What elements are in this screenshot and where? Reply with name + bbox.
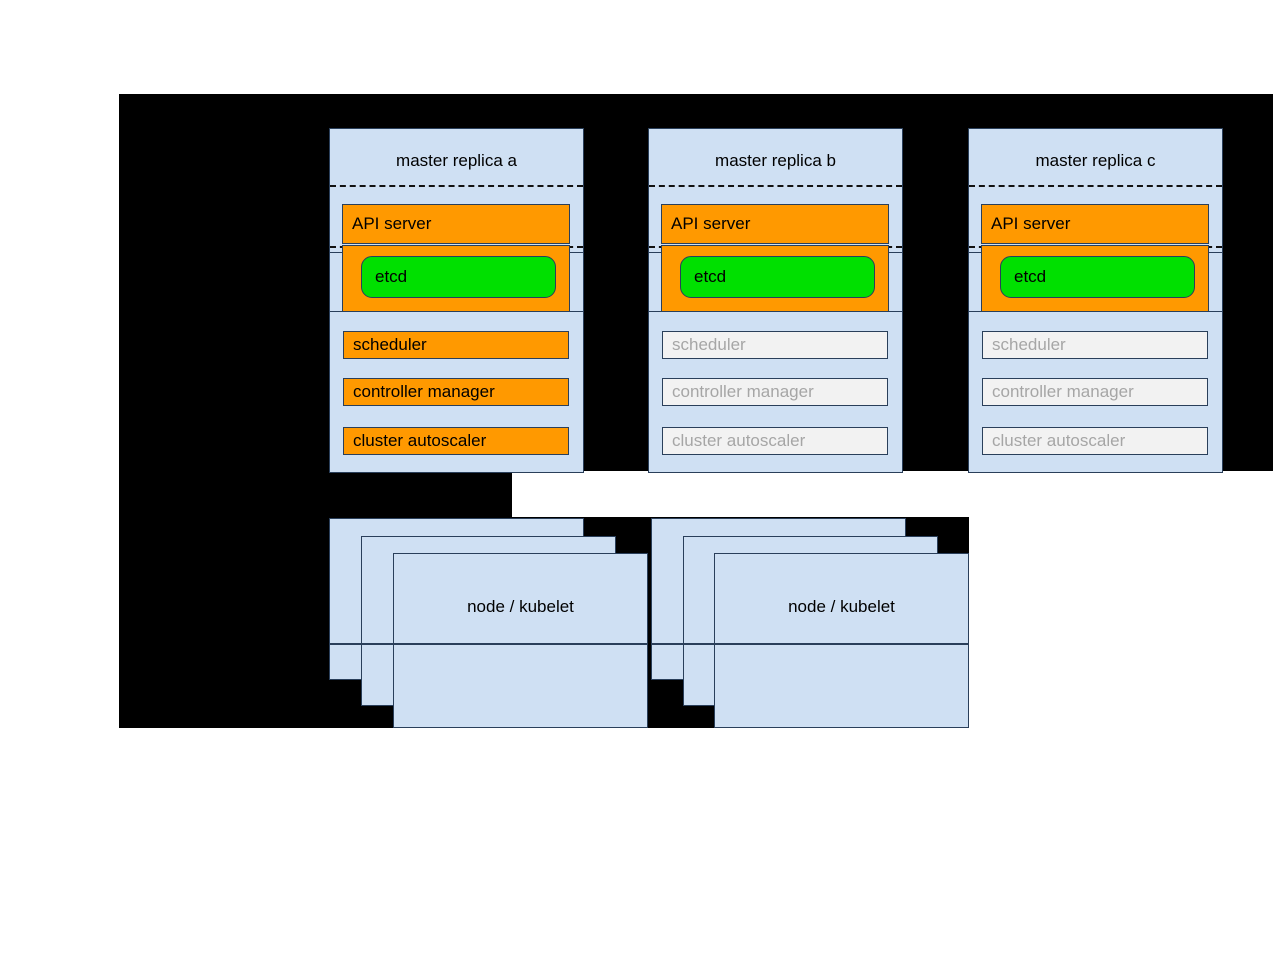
master-replica-b-top-divider: [649, 185, 902, 187]
master-replica-c-controller-manager[interactable]: controller manager: [982, 378, 1208, 406]
node-group-2-divider: [651, 643, 969, 645]
master-replica-b-api-server[interactable]: API server: [661, 204, 889, 244]
master-replica-b-title: master replica b: [715, 151, 836, 170]
node-group-1-label: node / kubelet: [467, 597, 574, 616]
master-replica-a-api-server[interactable]: API server: [342, 204, 570, 244]
master-replica-c-api-server[interactable]: API server: [981, 204, 1209, 244]
master-replica-a-scheduler[interactable]: scheduler: [343, 331, 569, 359]
master-replica-b-etcd[interactable]: etcd: [680, 256, 875, 298]
node-group-2-card-front[interactable]: [714, 553, 969, 728]
backdrop-lower-right-mask: [969, 517, 1273, 728]
master-replica-a-title: master replica a: [396, 151, 517, 170]
node-group-1-card-front[interactable]: [393, 553, 648, 728]
node-group-1-divider: [329, 643, 648, 645]
master-replica-c-title: master replica c: [1035, 151, 1156, 170]
master-replica-a-etcd[interactable]: etcd: [361, 256, 556, 298]
master-replica-c-cluster-autoscaler[interactable]: cluster autoscaler: [982, 427, 1208, 455]
master-replica-c-etcd[interactable]: etcd: [1000, 256, 1195, 298]
master-replica-a-controller-manager[interactable]: controller manager: [343, 378, 569, 406]
backdrop-left-notch: [119, 471, 512, 517]
master-replica-b-cluster-autoscaler[interactable]: cluster autoscaler: [662, 427, 888, 455]
master-replica-b-controller-manager[interactable]: controller manager: [662, 378, 888, 406]
master-replica-a-top-divider: [330, 185, 583, 187]
master-replica-c-scheduler[interactable]: scheduler: [982, 331, 1208, 359]
node-group-2-label: node / kubelet: [788, 597, 895, 616]
master-replica-a-cluster-autoscaler[interactable]: cluster autoscaler: [343, 427, 569, 455]
master-replica-c-top-divider: [969, 185, 1222, 187]
master-replica-b-scheduler[interactable]: scheduler: [662, 331, 888, 359]
